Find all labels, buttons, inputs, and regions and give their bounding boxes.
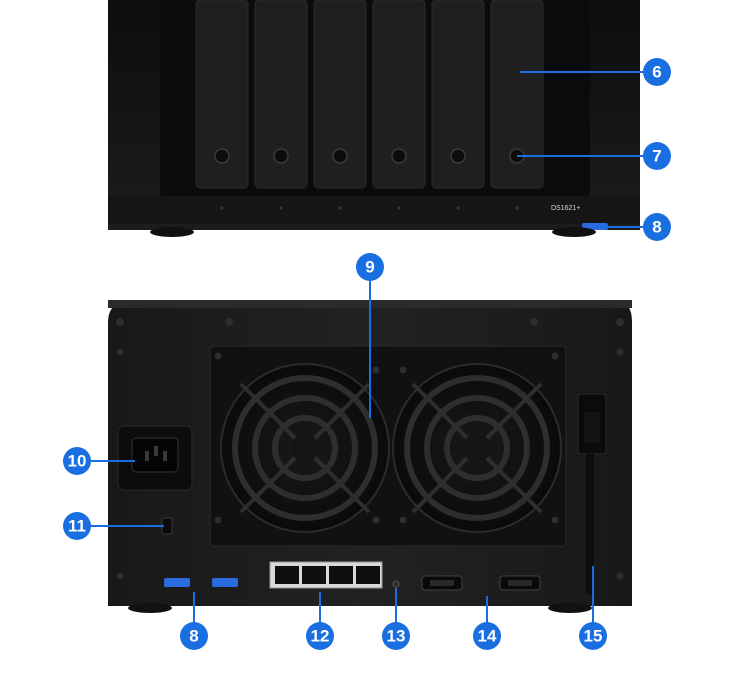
reset-button[interactable] — [392, 580, 400, 588]
drive-bay[interactable] — [490, 0, 544, 189]
front-foot-left — [150, 227, 194, 237]
expansion-ports — [421, 575, 541, 591]
rear-view — [108, 300, 632, 613]
callout-badge-11: 11 — [63, 512, 91, 540]
svg-text:8: 8 — [652, 218, 661, 237]
callout-badge-9: 9 — [356, 253, 384, 281]
svg-text:9: 9 — [365, 258, 374, 277]
callout-badge-7: 7 — [643, 142, 671, 170]
lock-icon[interactable] — [391, 148, 407, 164]
rear-foot-left — [128, 603, 172, 613]
status-led — [515, 206, 519, 210]
svg-text:7: 7 — [652, 147, 661, 166]
lock-icon[interactable] — [332, 148, 348, 164]
drive-bay[interactable] — [431, 0, 485, 189]
drive-bay[interactable] — [254, 0, 308, 189]
svg-text:13: 13 — [387, 627, 406, 646]
rear-usb-port[interactable] — [212, 578, 238, 587]
svg-text:15: 15 — [584, 627, 603, 646]
callout-badge-12: 12 — [306, 622, 334, 650]
cable-bracket[interactable] — [577, 393, 607, 594]
callout-badge-8-front: 8 — [643, 213, 671, 241]
screws — [116, 318, 624, 580]
svg-text:11: 11 — [68, 517, 86, 536]
lock-icon[interactable] — [214, 148, 230, 164]
callout-badge-14: 14 — [473, 622, 501, 650]
fan-right — [392, 363, 562, 533]
svg-text:8: 8 — [189, 627, 198, 646]
svg-text:6: 6 — [652, 63, 661, 82]
lan-port[interactable] — [329, 566, 353, 584]
status-led — [397, 206, 401, 210]
callout-badge-8-rear: 8 — [180, 622, 208, 650]
front-view: DS1621+ — [108, 0, 640, 237]
power-socket[interactable] — [117, 425, 193, 491]
front-foot-right — [552, 227, 596, 237]
fan-left — [220, 363, 390, 533]
lan-port[interactable] — [356, 566, 380, 584]
status-led — [279, 206, 283, 210]
lan-ports — [269, 561, 383, 589]
lock-icon[interactable] — [450, 148, 466, 164]
lock-icon[interactable] — [273, 148, 289, 164]
status-led — [220, 206, 224, 210]
svg-text:14: 14 — [478, 627, 497, 646]
lan-port[interactable] — [302, 566, 326, 584]
callouts: 6 7 8 9 10 11 — [63, 58, 671, 650]
callout-badge-15: 15 — [579, 622, 607, 650]
callout-badge-10: 10 — [63, 447, 91, 475]
status-led — [338, 206, 342, 210]
svg-text:10: 10 — [68, 452, 87, 471]
model-label: DS1621+ — [551, 205, 580, 212]
rear-usb-port[interactable] — [164, 578, 190, 587]
status-led — [456, 206, 460, 210]
drive-bay[interactable] — [195, 0, 249, 189]
drive-bay[interactable] — [313, 0, 367, 189]
svg-text:12: 12 — [311, 627, 330, 646]
lan-port[interactable] — [275, 566, 299, 584]
status-leds — [220, 206, 519, 210]
rear-foot-right — [548, 603, 592, 613]
callout-badge-6: 6 — [643, 58, 671, 86]
callout-badge-13: 13 — [382, 622, 410, 650]
front-base-strip — [108, 196, 640, 224]
drive-bay[interactable] — [372, 0, 426, 189]
drive-bays — [195, 0, 544, 189]
